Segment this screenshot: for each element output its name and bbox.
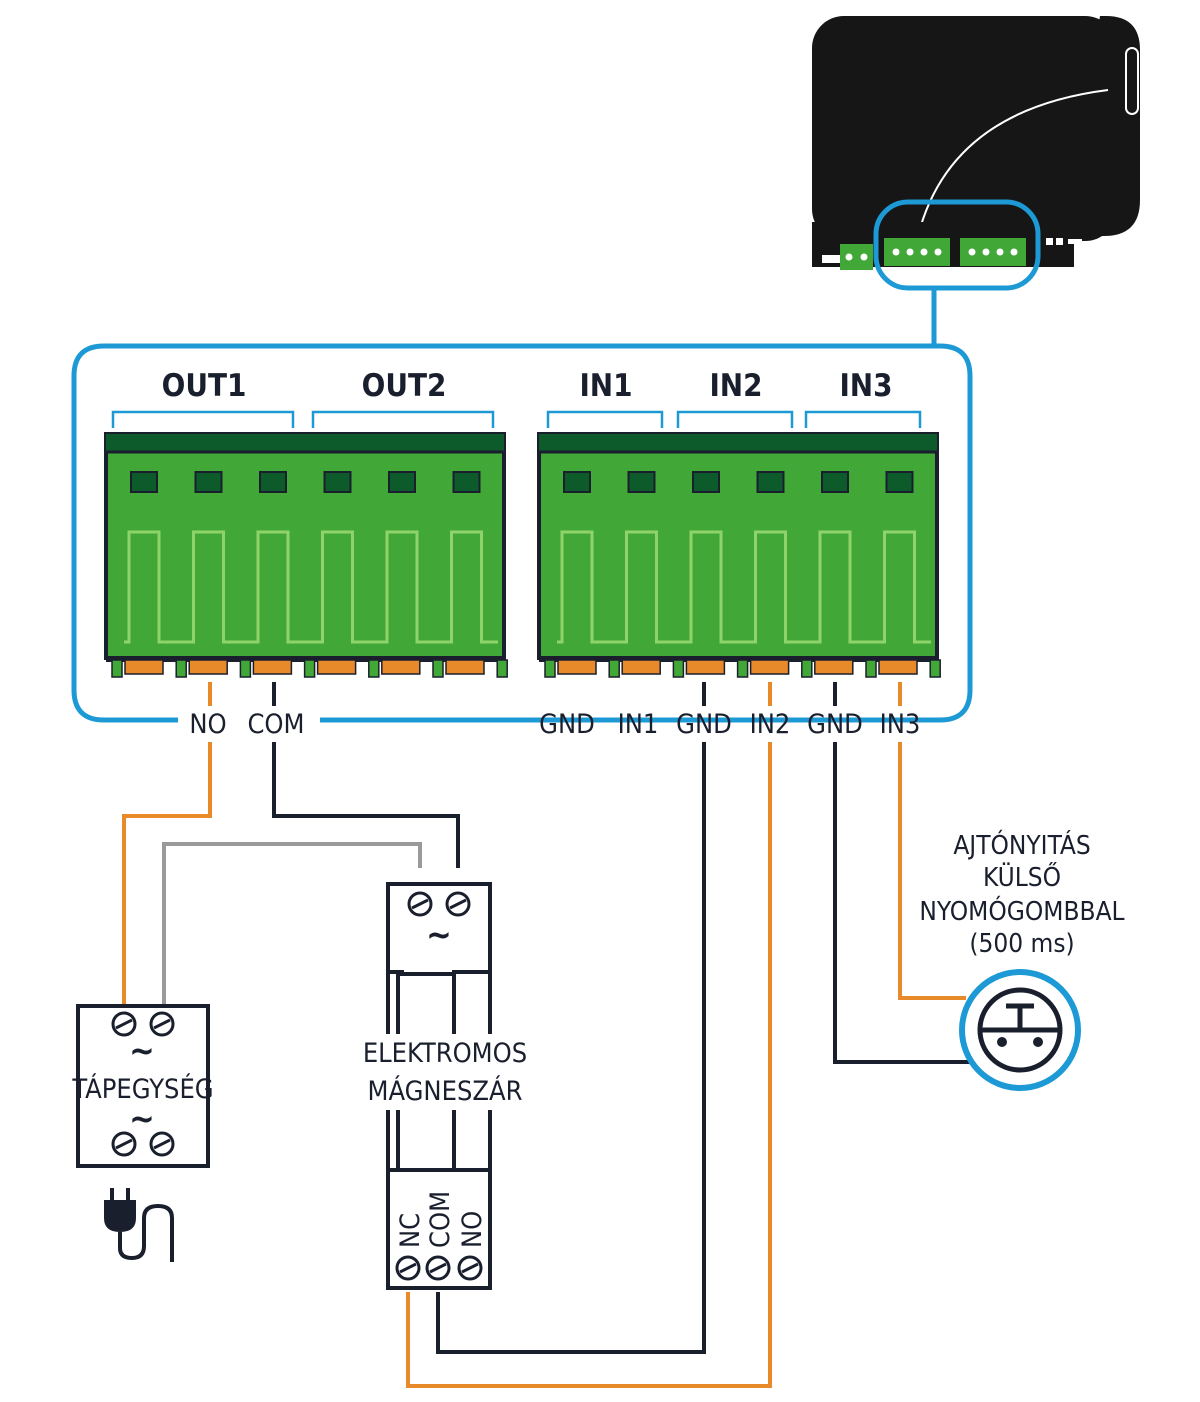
pin-label-gnd-1: GND <box>539 709 595 740</box>
terminal-pattern-in <box>557 530 931 644</box>
psu-label: TÁPEGYSÉG <box>71 1073 213 1105</box>
terminal-pin-out-1 <box>124 659 164 675</box>
lock-pin-com: COM <box>425 1191 456 1248</box>
terminal-screw-out-3 <box>259 471 287 493</box>
psu-ac-symbol-bottom: ~ <box>129 1099 155 1139</box>
pin-label-com: COM <box>247 709 304 740</box>
terminal-screw-in-6 <box>885 471 914 493</box>
wire-psu-to-lock <box>162 842 422 1004</box>
zoom-highlight <box>873 199 1041 291</box>
pin-label-gnd-3: GND <box>807 709 863 740</box>
terminal-screw-out-2 <box>194 471 223 493</box>
lock-pin-nc: NC <box>395 1213 426 1248</box>
terminal-screw-out-1 <box>130 471 158 493</box>
terminal-pin-in-4 <box>749 659 790 675</box>
wire-gnd-to-button <box>833 742 970 1064</box>
button-note-line1: AJTÓNYITÁS <box>953 829 1090 861</box>
terminal-screw-out-4 <box>323 471 352 493</box>
wire-in2-to-lock <box>406 742 772 1388</box>
terminal-blocks <box>104 432 941 678</box>
lock-label-line2: MÁGNESZÁR <box>368 1075 523 1107</box>
button-note-line2: KÜLSŐ <box>983 861 1061 893</box>
power-supply: ~ TÁPEGYSÉG ~ <box>71 1004 214 1168</box>
controller-body <box>812 16 1117 241</box>
terminal-block-out <box>104 432 506 660</box>
terminal-screw-in-1 <box>563 471 591 493</box>
lock-pin-no: NO <box>457 1211 488 1248</box>
group-label-in2: IN2 <box>709 368 762 404</box>
wires <box>122 682 970 1388</box>
terminal-pin-out-6 <box>445 659 485 675</box>
wire-gnd-to-lock <box>436 742 706 1354</box>
terminal-pin-out-4 <box>316 659 357 675</box>
pin-label-in1: IN1 <box>618 709 659 740</box>
terminal-block-in <box>537 432 939 660</box>
terminal-pin-in-2 <box>621 659 661 675</box>
terminal-screw-in-2 <box>627 471 656 493</box>
group-label-out1: OUT1 <box>162 368 247 404</box>
controller-device <box>812 16 1140 291</box>
pin-label-in2: IN2 <box>750 709 791 740</box>
button-note-line4: (500 ms) <box>969 929 1074 959</box>
lock-ac-symbol: ~ <box>426 915 452 955</box>
terminal-screw-out-6 <box>452 471 481 493</box>
push-button: AJTÓNYITÁS KÜLSŐ NYOMÓGOMBBAL (500 ms) <box>919 829 1125 1091</box>
terminal-pattern-out <box>124 530 498 644</box>
terminal-pin-in-6 <box>878 659 918 675</box>
psu-ac-symbol-top: ~ <box>129 1031 155 1071</box>
terminal-pin-out-2 <box>188 659 228 675</box>
terminal-callout: OUT1 OUT2 IN1 IN2 IN3 NO COM GND IN1 GND… <box>71 343 973 740</box>
power-plug-icon <box>104 1188 174 1262</box>
terminal-screw-in-5 <box>821 471 849 493</box>
wire-in3-to-button <box>898 742 966 1000</box>
power-connector <box>840 244 873 270</box>
electromagnetic-lock: ~ ELEKTROMOS MÁGNESZÁR NC COM NO <box>330 882 548 1290</box>
wire-no-to-psu <box>122 742 212 1004</box>
group-label-out2: OUT2 <box>362 368 447 404</box>
terminal-screw-out-5 <box>388 471 416 493</box>
wire-com-to-lock <box>272 742 460 868</box>
button-note-line3: NYOMÓGOMBBAL <box>919 895 1124 927</box>
push-button-icon <box>977 987 1063 1073</box>
group-brackets <box>111 410 922 428</box>
terminal-pin-in-5 <box>814 659 854 675</box>
group-label-in3: IN3 <box>839 368 892 404</box>
lock-label-line1: ELEKTROMOS <box>363 1038 527 1069</box>
terminal-screw-in-3 <box>692 471 720 493</box>
group-label-in1: IN1 <box>579 368 632 404</box>
terminal-screw-in-4 <box>756 471 785 493</box>
terminal-pin-out-3 <box>252 659 293 675</box>
terminal-pin-out-5 <box>381 659 421 675</box>
pin-label-in3: IN3 <box>880 709 921 740</box>
terminal-pin-in-1 <box>557 659 597 675</box>
terminal-pin-in-3 <box>685 659 726 675</box>
pin-label-gnd-2: GND <box>676 709 732 740</box>
pin-label-no: NO <box>189 709 226 740</box>
